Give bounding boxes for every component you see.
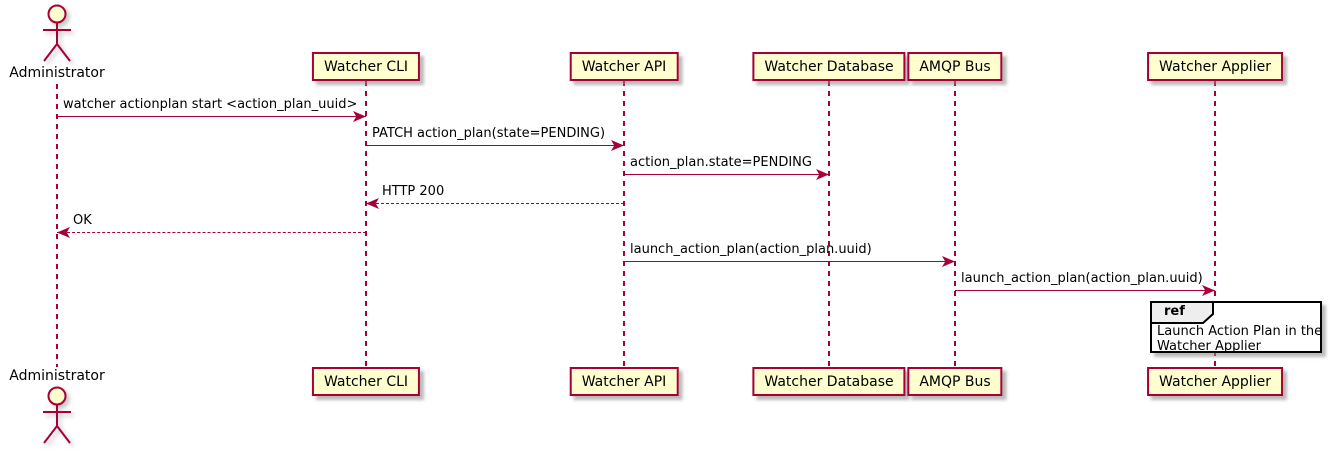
participant-box-top-watcher-cli: Watcher CLI	[311, 52, 421, 81]
actor-stick-figure-icon	[43, 4, 71, 62]
participant-label: Watcher Applier	[1159, 58, 1271, 75]
ref-text-line: Watcher Applier	[1157, 339, 1261, 354]
ref-tab-shape	[1150, 301, 1214, 324]
message-label: OK	[73, 213, 92, 228]
participant-box-top-watcher-applier: Watcher Applier	[1147, 52, 1283, 81]
participant-label: Watcher Database	[764, 58, 894, 75]
lifeline-administrator	[56, 84, 58, 367]
lifeline-watcher-applier	[1214, 81, 1216, 367]
ref-fragment: ref Launch Action Plan in the Watcher Ap…	[1150, 301, 1322, 354]
participant-box-top-amqp-bus: AMQP Bus	[907, 52, 1003, 81]
lifeline-watcher-api	[623, 81, 625, 367]
participant-label: Watcher CLI	[323, 58, 409, 75]
participant-label: Watcher CLI	[323, 373, 409, 390]
message-label: watcher actionplan start <action_plan_uu…	[63, 97, 358, 112]
participant-label: Watcher API	[581, 373, 667, 390]
participant-box-bottom-amqp-bus: AMQP Bus	[907, 367, 1003, 396]
actor-stick-figure-icon	[43, 386, 71, 444]
participant-box-bottom-watcher-applier: Watcher Applier	[1147, 367, 1283, 396]
message-label: action_plan.state=PENDING	[630, 155, 812, 170]
actor-label-top: Administrator	[9, 65, 105, 81]
arrowhead-icon	[353, 111, 366, 122]
message-line	[57, 116, 366, 117]
message-line	[366, 145, 624, 146]
participant-label: Watcher API	[581, 58, 667, 75]
arrowhead-icon	[57, 227, 70, 238]
message-label: launch_action_plan(action_plan.uuid)	[630, 242, 872, 257]
arrowhead-icon	[1202, 285, 1215, 296]
message-line	[57, 232, 366, 233]
ref-text: Launch Action Plan in the Watcher Applie…	[1157, 324, 1322, 354]
participant-box-bottom-watcher-cli: Watcher CLI	[311, 367, 421, 396]
message-label: launch_action_plan(action_plan.uuid)	[961, 271, 1203, 286]
actor-icon-administrator-top	[37, 3, 77, 63]
ref-keyword: ref	[1164, 304, 1185, 319]
arrowhead-icon	[366, 198, 379, 209]
participant-box-top-watcher-api: Watcher API	[569, 52, 679, 81]
participant-label: AMQP Bus	[919, 58, 991, 75]
participant-box-top-watcher-database: Watcher Database	[752, 52, 906, 81]
message-line	[955, 290, 1215, 291]
lifeline-watcher-database	[828, 81, 830, 367]
message-label: PATCH action_plan(state=PENDING)	[372, 126, 606, 141]
arrowhead-icon	[816, 169, 829, 180]
arrowhead-icon	[942, 256, 955, 267]
participant-box-bottom-watcher-database: Watcher Database	[752, 367, 906, 396]
participant-label: Watcher Applier	[1159, 373, 1271, 390]
message-line	[624, 174, 829, 175]
arrowhead-icon	[611, 140, 624, 151]
participant-box-bottom-watcher-api: Watcher API	[569, 367, 679, 396]
lifeline-watcher-cli	[365, 81, 367, 367]
participant-label: AMQP Bus	[919, 373, 991, 390]
lifeline-amqp-bus	[954, 81, 956, 367]
actor-icon-administrator-bottom	[37, 385, 77, 445]
participant-label: Watcher Database	[764, 373, 894, 390]
ref-text-line: Launch Action Plan in the	[1157, 324, 1323, 339]
message-label: HTTP 200	[382, 184, 445, 199]
message-line	[624, 261, 955, 262]
message-line	[366, 203, 624, 204]
actor-label-bottom: Administrator	[9, 368, 105, 384]
